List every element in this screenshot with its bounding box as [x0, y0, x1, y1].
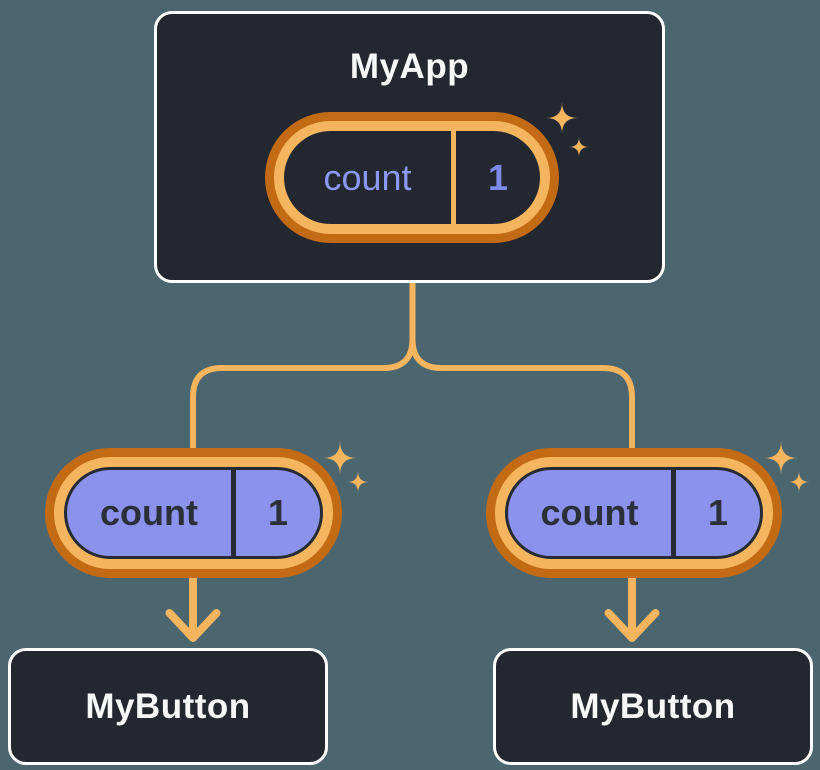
prop-pill-body: count 1: [505, 467, 763, 559]
state-label: count: [323, 156, 412, 198]
prop-label: count: [100, 492, 198, 533]
state-pill-body: count 1: [284, 131, 540, 224]
component-box-mybutton-right: MyButton: [493, 648, 813, 765]
state-pill-root: count 1: [265, 112, 559, 243]
pill-divider: [231, 470, 236, 556]
prop-pill-right: count 1: [486, 448, 782, 578]
component-title: MyApp: [349, 47, 470, 86]
pill-divider: [451, 131, 456, 224]
tree-connector-left: [190, 277, 416, 455]
arrow-down-icon: [604, 571, 660, 642]
prop-label: count: [540, 492, 639, 533]
pill-divider: [671, 470, 676, 556]
tree-connector-right: [409, 277, 635, 455]
prop-pill-body: count 1: [64, 467, 323, 559]
prop-pill-left: count 1: [45, 448, 342, 578]
state-value: 1: [487, 156, 509, 198]
component-title: MyButton: [570, 687, 736, 726]
arrow-down-icon: [165, 571, 221, 642]
component-box-mybutton-left: MyButton: [8, 648, 328, 765]
prop-value: 1: [707, 492, 729, 533]
component-title: MyButton: [85, 687, 251, 726]
prop-value: 1: [267, 492, 289, 533]
